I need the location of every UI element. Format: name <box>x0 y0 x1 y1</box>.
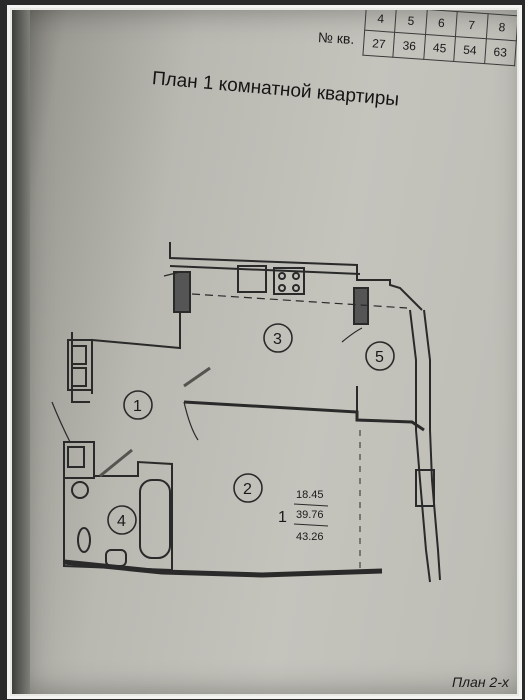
stove <box>273 267 305 295</box>
right-wall-inner <box>409 309 431 583</box>
room-circle-2 <box>233 473 263 503</box>
window-frame <box>415 469 435 507</box>
corridor-wall <box>91 312 181 394</box>
next-plan-caption: План 2-х <box>452 674 509 690</box>
shaft-bottom-inner <box>67 446 85 468</box>
shaft-bottom <box>63 441 95 479</box>
room-markers: 1 2 3 4 5 <box>107 323 395 535</box>
room-circle-3 <box>263 323 293 353</box>
pen-mark <box>183 366 211 388</box>
toilet-left <box>71 481 89 499</box>
total-area-with-balcony: 43.26 <box>296 531 324 543</box>
room-circle-5 <box>365 341 395 371</box>
sink <box>105 549 127 567</box>
area-divider <box>293 503 329 507</box>
sink-kitchen <box>237 265 267 293</box>
burner <box>292 272 300 280</box>
bottom-wall <box>63 559 383 578</box>
bathtub <box>139 479 171 559</box>
dashed-line <box>191 293 408 309</box>
burner <box>278 284 286 292</box>
plan-walls <box>51 242 441 583</box>
right-wall <box>423 309 441 581</box>
room-number-2: 2 <box>243 481 252 498</box>
book-spine-shadow <box>12 10 30 694</box>
room-circle-4 <box>107 505 137 535</box>
door-arc <box>183 401 199 441</box>
door-arc-4 <box>51 401 71 443</box>
living-area: 18.45 <box>296 489 324 501</box>
room-number-3: 3 <box>273 331 282 348</box>
room-number-4: 4 <box>117 513 126 530</box>
room-number-1: 1 <box>133 398 142 415</box>
room-number-5: 5 <box>375 349 384 366</box>
area-divider <box>293 523 329 527</box>
room-circle-1 <box>123 390 153 420</box>
door-arc-entry <box>163 271 181 277</box>
wall-3-2 <box>183 400 425 432</box>
door-arc-5 <box>341 327 363 343</box>
shaft-top-inner-a <box>71 345 87 365</box>
pen-mark <box>99 448 133 478</box>
room-count: 1 <box>278 509 287 526</box>
burner <box>278 272 286 280</box>
bathroom-wall <box>63 460 173 572</box>
column-right <box>353 287 369 325</box>
total-area: 39.76 <box>296 509 324 521</box>
floor-plan: 1 2 3 4 5 1 18.45 39.76 43.26 <box>51 242 441 583</box>
top-wall <box>169 242 423 311</box>
column-left <box>173 271 191 313</box>
area-block: 1 18.45 39.76 43.26 <box>278 489 329 543</box>
document-page: № кв. 4 5 6 7 8 27 36 45 54 63 План 1 ко… <box>10 8 519 696</box>
toilet <box>77 527 91 553</box>
burner <box>292 284 300 292</box>
shaft-top-inner-b <box>71 367 87 387</box>
shaft-top <box>67 339 93 391</box>
